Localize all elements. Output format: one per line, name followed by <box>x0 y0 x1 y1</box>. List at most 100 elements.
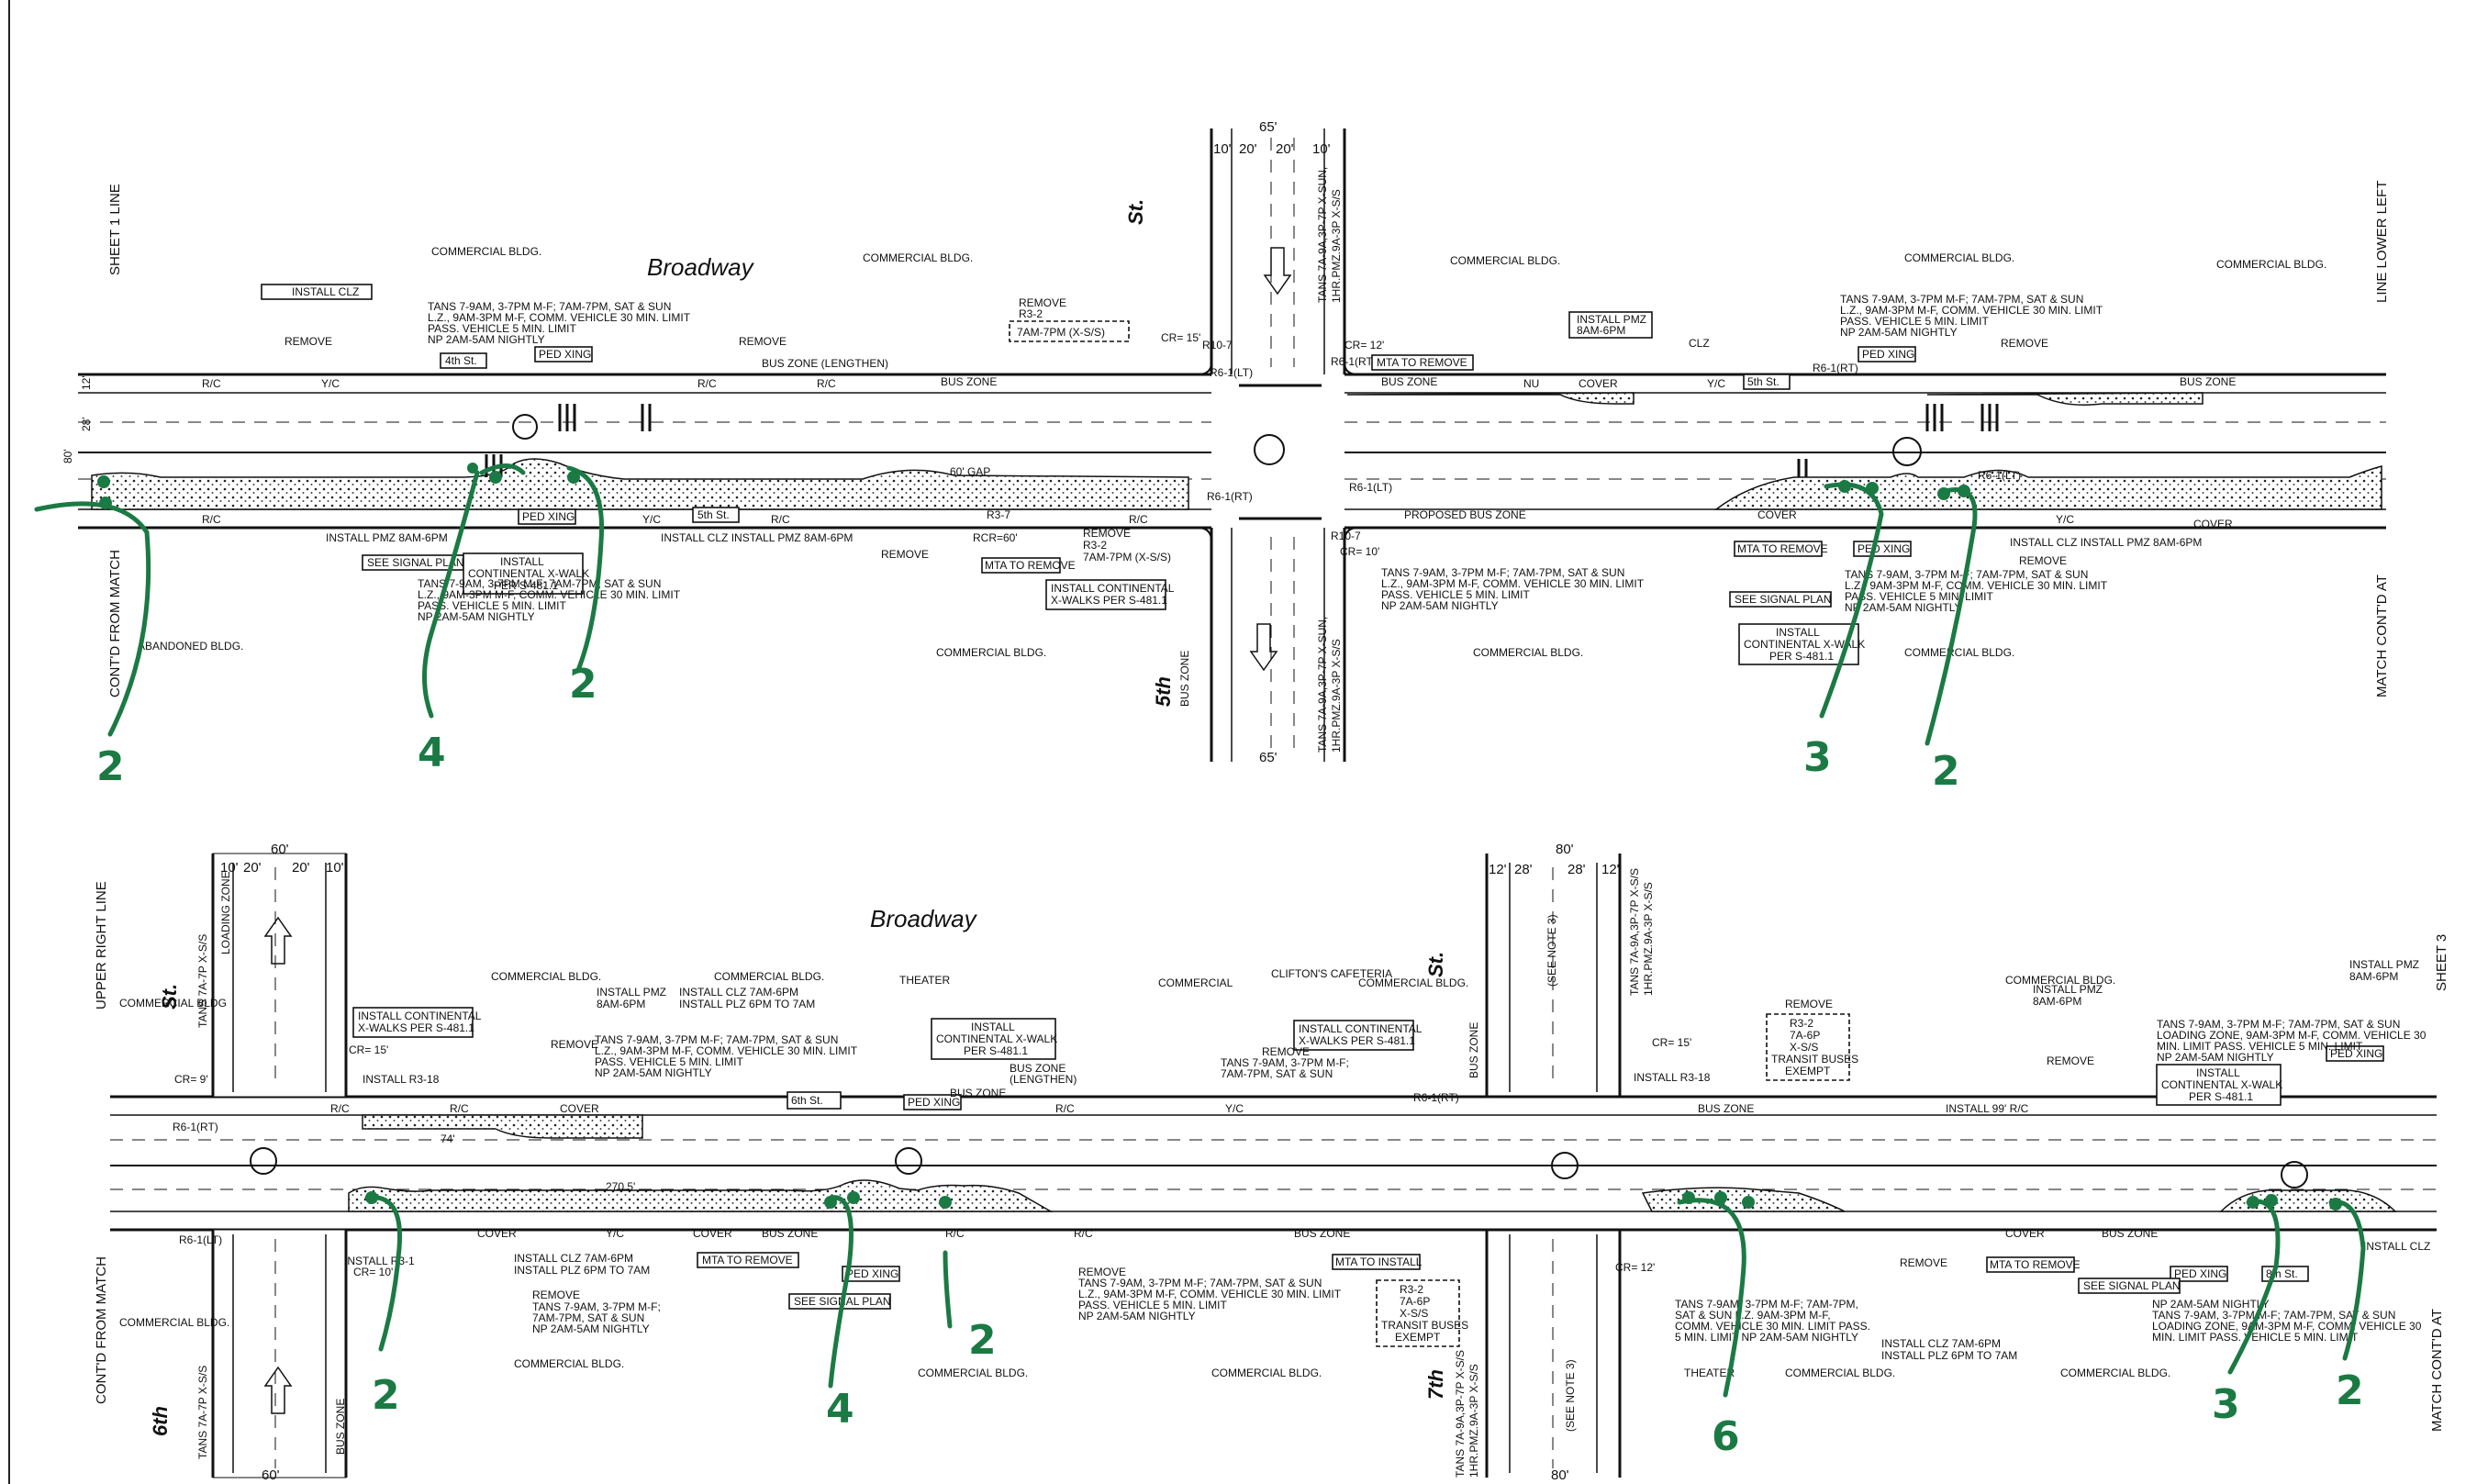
building-label: COMMERCIAL BLDG. <box>863 251 973 264</box>
tans-line: TANS 7-9AM, 3-7PM M-F; <box>532 1300 661 1313</box>
yc-label: Y/C <box>321 377 340 390</box>
building-label: COMMERCIAL BLDG. <box>2005 974 2115 987</box>
tans-line: NP 2AM-5AM NIGHTLY <box>1845 601 1962 614</box>
dim-gap: 60' GAP <box>950 465 990 478</box>
continental-line: CONTINENTAL X-WALK <box>468 567 589 580</box>
dim-curb-radius: CR= 9' <box>174 1073 208 1086</box>
cont-x-walks-box <box>1293 1020 1414 1051</box>
street-tag-label: 5th St. <box>1747 375 1780 388</box>
pmz-hours-label: 8AM-6PM <box>1577 324 1625 337</box>
dim-lane: 20' <box>1276 141 1294 157</box>
annotation-count: 6 <box>1712 1413 1740 1460</box>
install-plz-label: INSTALL PLZ 6PM TO 7AM <box>679 998 815 1010</box>
tans-line: TANS 7-9AM, 3-7PM M-F; 7AM-7PM, SAT & SU… <box>1840 293 2083 306</box>
see-signal-box <box>2078 1278 2181 1294</box>
bottom-match-left-label: CONT'D FROM MATCH <box>94 1256 109 1404</box>
rc-label: R/C <box>450 1102 469 1115</box>
r3-2-box <box>1766 1013 1850 1081</box>
ped-xing-box <box>903 1094 962 1110</box>
mta-remove-box <box>1734 541 1823 557</box>
r6-label: R6-1(LT) <box>1210 366 1253 379</box>
top-sheet-left-label: SHEET 1 LINE <box>107 184 123 275</box>
tans-line: COMM. VEHICLE 30 MIN. LIMIT PASS. <box>1675 1320 1870 1333</box>
rc-label: R/C <box>771 513 790 526</box>
install-r3-label: INSTALL R3-1 <box>344 1255 415 1267</box>
continental-line: INSTALL <box>500 555 544 568</box>
clz-label: CLZ <box>1689 337 1710 350</box>
r3-2-line: EXEMPT <box>1785 1065 1831 1077</box>
continental-line: INSTALL <box>1776 626 1820 639</box>
tans-line: L.Z., 9AM-3PM M-F, COMM. VEHICLE 30 MIN.… <box>595 1044 858 1057</box>
yc-label: Y/C <box>1225 1102 1244 1115</box>
tans-line: L.Z., 9AM-3PM M-F, COMM. VEHICLE 30 MIN.… <box>428 311 691 324</box>
tans-line: TANS 7-9AM, 3-7PM M-F; 7AM-7PM, SAT & SU… <box>1078 1277 1322 1289</box>
building-label: COMMERCIAL BLDG. <box>2216 258 2326 271</box>
bus-zone-length-label: BUS ZONE (LENGTHEN) <box>762 357 888 370</box>
ped-xing-box <box>1853 541 1912 557</box>
bottom-cross-left-suffix: St. <box>158 984 181 1010</box>
install-clz-label: INSTALL CLZ 7AM-6PM <box>514 1252 633 1265</box>
rc-label: R/C <box>945 1227 965 1240</box>
ped-xing-label: PED XING <box>522 510 575 523</box>
remove-label: REMOVE <box>2001 337 2048 350</box>
dim-lane: 10' <box>1312 141 1331 157</box>
bottom-buildings: COMMERCIAL BLDG. COMMERCIAL BLDG. THEATE… <box>119 967 2170 1379</box>
building-label: THEATER <box>899 974 950 987</box>
tans-line: PASS. VEHICLE 5 MIN. LIMIT <box>428 322 576 335</box>
bottom-sheet-left-label: UPPER RIGHT LINE <box>94 881 109 1010</box>
dim-width: 60' <box>262 1467 280 1483</box>
top-bulbouts <box>91 392 2382 510</box>
commercial-bldg-label: COMMERCIAL BLDG <box>119 997 227 1010</box>
tans-7th-label: TANS 7A-9A,3P-7P X-S/S <box>1628 868 1641 996</box>
ped-xing-label: PED XING <box>1858 542 1910 555</box>
cont-x-walks-line: INSTALL CONTINENTAL <box>1299 1022 1423 1035</box>
remove-label: REMOVE <box>1078 1266 1126 1278</box>
rc-label: R/C <box>1129 513 1148 526</box>
dim-curb-radius: CR= 15' <box>349 1043 388 1056</box>
bus-zone-label: BUS ZONE <box>950 1087 1006 1099</box>
r3-2-line: R3-2 <box>1790 1017 1813 1030</box>
tans-line: TANS 7-9AM, 3-7PM M-F; <box>1221 1056 1349 1069</box>
install-99-label: INSTALL 99' R/C <box>1946 1102 2029 1115</box>
ped-xing-label: PED XING <box>1862 348 1914 361</box>
bottom-street-name: Broadway <box>870 905 978 932</box>
bottom-dimensions: 60' 60' 80' 80' 10' 20' 20' 10' 12' 28' … <box>174 842 1691 1483</box>
dim-row: 80' <box>61 449 74 463</box>
remove-label: REMOVE <box>1083 527 1131 540</box>
building-label: ABANDONED BLDG. <box>138 640 243 653</box>
see-signal-box <box>1729 591 1832 608</box>
tans-line: SAT & SUN L.Z. 9AM-3PM M-F, <box>1675 1309 1831 1322</box>
top-cross-street-name: 5th <box>1152 676 1175 707</box>
bus-zone-length-label: (LENGTHEN) <box>1010 1073 1077 1086</box>
remove-label: REMOVE <box>2019 554 2067 567</box>
remove-label: REMOVE <box>551 1038 598 1051</box>
annotation-count: 2 <box>96 743 125 790</box>
continental-line: INSTALL <box>971 1021 1015 1033</box>
cont-x-walks-line: X-WALKS PER S-481.1 <box>1051 594 1167 607</box>
dim-row: 28' <box>80 417 93 431</box>
r6-label: R6-1(RT) <box>173 1121 218 1133</box>
install-pmz-box <box>1568 311 1653 339</box>
building-label: COMMERCIAL BLDG. <box>918 1367 1028 1379</box>
ped-xing-box <box>534 346 593 363</box>
loading-line: TANS 7-9AM, 3-7PM M-F; 7AM-7PM, SAT & SU… <box>2157 1018 2400 1031</box>
bus-zone-length-label: BUS ZONE <box>1010 1062 1065 1075</box>
dim-lane: 12' <box>1489 862 1507 877</box>
continental-line: PER S-481.1 <box>1769 650 1834 663</box>
cont-x-walks-box <box>352 1007 474 1038</box>
street-tag-box <box>440 352 487 369</box>
cover-label: COVER <box>693 1227 732 1240</box>
mta-remove-box <box>1371 354 1474 371</box>
building-label: COMMERCIAL BLDG. <box>936 646 1046 659</box>
street-tag-label: 6th St. <box>791 1094 823 1107</box>
annotation-count: 2 <box>569 661 597 708</box>
tans-7th-label: 1HR.PMZ.9A-3P X-S/S <box>1642 882 1655 996</box>
street-tag-label: 4th St. <box>445 354 477 367</box>
ped-xing-label: PED XING <box>846 1267 898 1280</box>
install-plz-label: INSTALL PLZ 6PM TO 7AM <box>1881 1349 2017 1362</box>
dim-curb-radius: CR= 10' <box>353 1266 393 1278</box>
bus-zone-label: BUS ZONE <box>1467 1022 1480 1078</box>
top-crosswalks <box>485 384 1999 520</box>
cover-label: COVER <box>2193 518 2233 530</box>
